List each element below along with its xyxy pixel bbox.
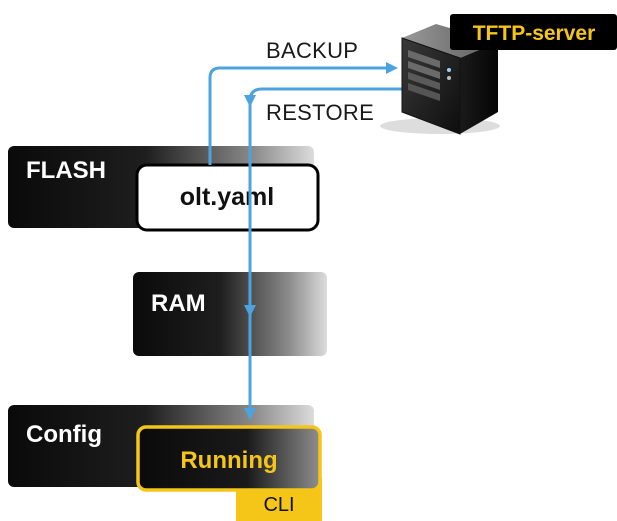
cli-label: CLI: [263, 494, 294, 516]
server-status-led: [447, 68, 451, 72]
config-label: Config: [26, 421, 102, 448]
server-drive-bay: [408, 83, 440, 101]
backup-label: BACKUP: [266, 38, 358, 63]
running-config-label: Running: [180, 447, 277, 474]
config-file-frame: [135, 163, 320, 232]
running-config-frame: [136, 425, 322, 492]
backup-flow-line: [208, 66, 388, 165]
config-file-box: olt.yaml: [135, 163, 320, 232]
restore-flow-line: [248, 87, 404, 418]
server-drive-bay: [408, 50, 440, 68]
flash-label: FLASH: [26, 157, 106, 184]
ram-block: RAM: [133, 272, 327, 356]
server-side-face: [460, 42, 498, 134]
restore-arrowhead-ram: [244, 305, 256, 317]
tftp-server-tag-bg: [450, 14, 617, 50]
backup-flow: BACKUP: [208, 38, 398, 165]
backup-arrowhead: [386, 62, 398, 74]
ram-block-bg: [133, 272, 327, 356]
ram-label: RAM: [151, 290, 206, 317]
restore-label: RESTORE: [266, 100, 374, 125]
restore-arrowhead-top: [244, 95, 256, 107]
tftp-server-tag: TFTP-server: [450, 14, 617, 50]
running-config-box: Running: [136, 425, 322, 492]
server-drive-bay: [408, 72, 440, 90]
restore-flow: RESTORE: [244, 87, 404, 420]
tftp-server-label: TFTP-server: [473, 22, 596, 45]
server-drive-bay: [408, 61, 440, 79]
config-file-name: olt.yaml: [180, 183, 274, 211]
server-status-led: [447, 76, 451, 80]
restore-arrowhead-running: [244, 408, 256, 420]
